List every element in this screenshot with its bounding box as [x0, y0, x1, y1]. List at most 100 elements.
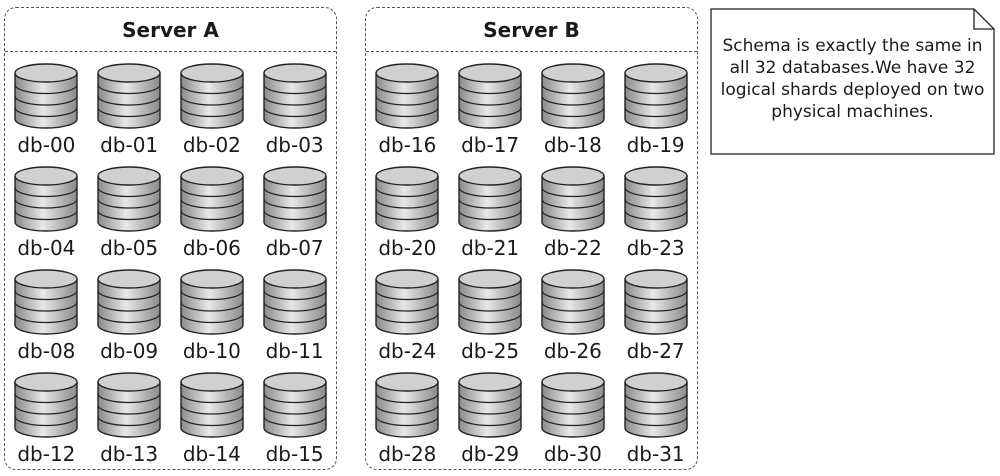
database-label: db-12: [17, 442, 76, 466]
database-item: db-23: [614, 159, 697, 262]
database-label: db-25: [461, 339, 520, 363]
database-label: db-10: [182, 339, 241, 363]
database-cylinder-icon: [12, 262, 80, 336]
database-label: db-30: [543, 442, 602, 466]
database-cylinder-icon: [622, 365, 690, 439]
database-label: db-21: [461, 236, 520, 260]
database-item: db-28: [366, 365, 449, 468]
database-label: db-29: [461, 442, 520, 466]
database-label: db-17: [461, 133, 520, 157]
database-cylinder-icon: [622, 159, 690, 233]
database-item: db-21: [449, 159, 532, 262]
database-label: db-19: [626, 133, 685, 157]
database-label: db-06: [182, 236, 241, 260]
database-label: db-05: [100, 236, 159, 260]
database-item: db-24: [366, 262, 449, 365]
database-cylinder-icon: [261, 262, 329, 336]
database-cylinder-icon: [178, 56, 246, 130]
database-label: db-11: [265, 339, 324, 363]
database-item: db-27: [614, 262, 697, 365]
database-item: db-03: [253, 56, 336, 159]
note-folded-corner-icon: [710, 8, 995, 155]
database-item: db-10: [171, 262, 254, 365]
database-label: db-04: [17, 236, 76, 260]
database-label: db-28: [378, 442, 437, 466]
database-label: db-02: [182, 133, 241, 157]
note-text: Schema is exactly the same in all 32 dat…: [720, 36, 985, 122]
database-label: db-03: [265, 133, 324, 157]
database-label: db-22: [543, 236, 602, 260]
database-item: db-14: [171, 365, 254, 468]
database-label: db-20: [378, 236, 437, 260]
database-cylinder-icon: [178, 365, 246, 439]
database-label: db-14: [182, 442, 241, 466]
database-cylinder-icon: [622, 56, 690, 130]
database-label: db-13: [100, 442, 159, 466]
database-label: db-01: [100, 133, 159, 157]
database-cylinder-icon: [373, 262, 441, 336]
database-cylinder-icon: [261, 56, 329, 130]
database-item: db-08: [5, 262, 88, 365]
database-cylinder-icon: [12, 56, 80, 130]
database-cylinder-icon: [456, 56, 524, 130]
database-cylinder-icon: [95, 365, 163, 439]
database-grid: db-16 db-17 db-18 db-19 db-20 db-21 db-22 db-23…: [366, 56, 697, 468]
database-item: db-26: [532, 262, 615, 365]
database-item: db-30: [532, 365, 615, 468]
server-title: Server B: [366, 8, 697, 52]
database-label: db-00: [17, 133, 76, 157]
database-item: db-09: [88, 262, 171, 365]
database-item: db-01: [88, 56, 171, 159]
database-cylinder-icon: [373, 56, 441, 130]
database-item: db-02: [171, 56, 254, 159]
database-item: db-18: [532, 56, 615, 159]
database-label: db-07: [265, 236, 324, 260]
database-item: db-07: [253, 159, 336, 262]
database-cylinder-icon: [539, 159, 607, 233]
database-cylinder-icon: [539, 262, 607, 336]
database-cylinder-icon: [12, 159, 80, 233]
database-item: db-12: [5, 365, 88, 468]
database-item: db-22: [532, 159, 615, 262]
database-item: db-04: [5, 159, 88, 262]
database-item: db-25: [449, 262, 532, 365]
database-label: db-31: [626, 442, 685, 466]
database-label: db-16: [378, 133, 437, 157]
database-cylinder-icon: [95, 262, 163, 336]
database-cylinder-icon: [95, 159, 163, 233]
database-label: db-15: [265, 442, 324, 466]
database-label: db-26: [543, 339, 602, 363]
database-cylinder-icon: [12, 365, 80, 439]
database-item: db-05: [88, 159, 171, 262]
database-cylinder-icon: [178, 159, 246, 233]
database-grid: db-00 db-01 db-02 db-03 db-04 db-05 db-06 db-07…: [5, 56, 336, 468]
database-cylinder-icon: [539, 56, 607, 130]
database-cylinder-icon: [95, 56, 163, 130]
database-cylinder-icon: [456, 262, 524, 336]
database-cylinder-icon: [622, 262, 690, 336]
database-item: db-15: [253, 365, 336, 468]
database-cylinder-icon: [456, 159, 524, 233]
database-label: db-18: [543, 133, 602, 157]
database-cylinder-icon: [178, 262, 246, 336]
database-item: db-11: [253, 262, 336, 365]
database-item: db-19: [614, 56, 697, 159]
database-cylinder-icon: [373, 365, 441, 439]
database-item: db-00: [5, 56, 88, 159]
database-label: db-23: [626, 236, 685, 260]
database-cylinder-icon: [261, 159, 329, 233]
database-item: db-06: [171, 159, 254, 262]
database-label: db-09: [100, 339, 159, 363]
database-label: db-24: [378, 339, 437, 363]
database-item: db-20: [366, 159, 449, 262]
database-label: db-08: [17, 339, 76, 363]
note-box: Schema is exactly the same in all 32 dat…: [710, 8, 995, 155]
database-item: db-13: [88, 365, 171, 468]
database-label: db-27: [626, 339, 685, 363]
database-cylinder-icon: [373, 159, 441, 233]
database-cylinder-icon: [261, 365, 329, 439]
database-item: db-16: [366, 56, 449, 159]
database-item: db-31: [614, 365, 697, 468]
